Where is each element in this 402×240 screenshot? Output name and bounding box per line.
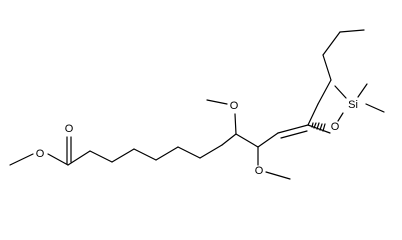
bond-ester-o-carbonyl-c bbox=[47, 153, 69, 166]
silyl-ether-oxygen-label: O bbox=[331, 121, 340, 133]
bond-pentyl-4 bbox=[322, 31, 341, 56]
chemical-structure-diagram: O O O O O Si bbox=[9, 29, 385, 180]
bonds bbox=[9, 29, 385, 180]
bond-chain-1 bbox=[67, 150, 91, 166]
bond-chain-2 bbox=[89, 150, 113, 163]
bond-chain-9 bbox=[235, 133, 259, 148]
bond-pentyl-3 bbox=[322, 54, 332, 81]
bond-upper-methoxy-c-o bbox=[234, 113, 237, 135]
bond-pentyl-2 bbox=[317, 79, 332, 105]
bond-upper-methoxy-o-me bbox=[206, 99, 228, 105]
upper-methoxy-oxygen-label: O bbox=[230, 100, 239, 112]
carbonyl-oxygen-label: O bbox=[65, 123, 74, 135]
silicon-label: Si bbox=[348, 99, 358, 111]
bond-chain-7 bbox=[199, 144, 223, 159]
ester-oxygen-label: O bbox=[36, 148, 45, 160]
bond-alkene-1 bbox=[277, 124, 309, 134]
bond-chain-8 bbox=[221, 133, 237, 146]
bond-chain-4 bbox=[133, 148, 157, 161]
bond-chain-3 bbox=[111, 148, 135, 163]
bond-chain-5 bbox=[155, 146, 179, 161]
bond-chain-6 bbox=[177, 146, 201, 159]
bond-lower-methoxy-o-me bbox=[265, 171, 291, 180]
bond-alkene-2 bbox=[280, 130, 308, 139]
bond-pentyl-1 bbox=[307, 103, 319, 126]
bond-methyl-ester-o bbox=[9, 153, 34, 166]
bond-stereocenter-o bbox=[307, 124, 331, 134]
bond-pentyl-5 bbox=[339, 29, 365, 33]
atom-labels: O O O O O Si bbox=[36, 99, 358, 177]
bond-o-si bbox=[337, 112, 344, 122]
bond-si-me-top-right bbox=[357, 83, 368, 98]
bond-si-me-right bbox=[365, 103, 385, 113]
lower-methoxy-oxygen-label: O bbox=[255, 165, 264, 177]
bond-si-me-top-left bbox=[334, 85, 347, 99]
bond-c-to-alkene bbox=[257, 132, 279, 148]
